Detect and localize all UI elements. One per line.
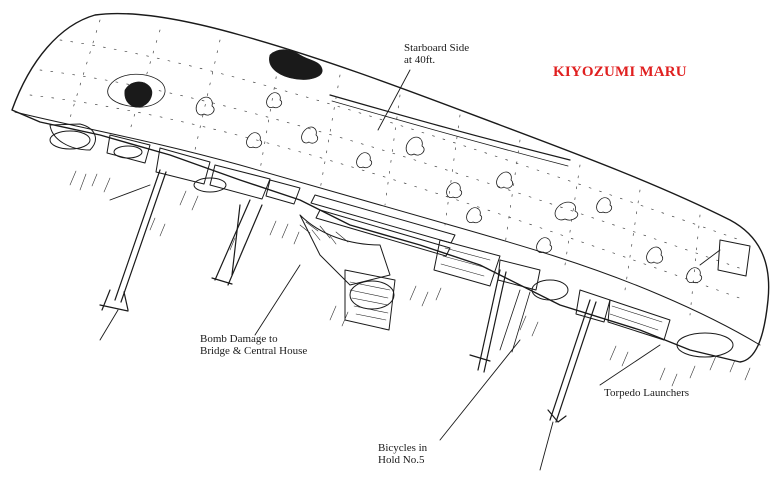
masts — [99, 169, 597, 471]
label-bomb-line2: Bridge & Central House — [200, 345, 308, 357]
bicycles-leader — [439, 339, 521, 441]
label-bicycles-line2: Hold No.5 — [378, 454, 425, 466]
bilge-keel — [329, 94, 571, 161]
bomb-damage-rubble — [299, 221, 663, 331]
bomb-leader — [254, 264, 301, 336]
hull-outline — [11, 12, 770, 363]
starboard-leader — [377, 69, 411, 131]
marine-growth — [107, 73, 703, 284]
hull-plating — [29, 19, 746, 316]
blank-leader-left — [109, 184, 151, 201]
torpedo-leader — [599, 344, 661, 386]
label-torpedo-launchers: Torpedo Launchers — [604, 387, 690, 399]
seabed-hatching — [69, 170, 751, 387]
deck-edge — [14, 111, 761, 346]
label-bomb-line1: Bomb Damage to — [200, 333, 278, 345]
label-bicycles-line1: Bicycles in — [378, 442, 428, 454]
foremast — [114, 169, 161, 301]
blank-leader-right — [699, 249, 721, 266]
label-starboard-line1: Starboard Side — [404, 42, 470, 54]
leader-lines — [109, 69, 721, 441]
wreck-title: KIYOZUMI MARU — [553, 64, 687, 80]
dark-growth — [124, 49, 323, 108]
superstructure — [49, 123, 751, 358]
label-starboard-line2: at 40ft. — [404, 54, 436, 66]
